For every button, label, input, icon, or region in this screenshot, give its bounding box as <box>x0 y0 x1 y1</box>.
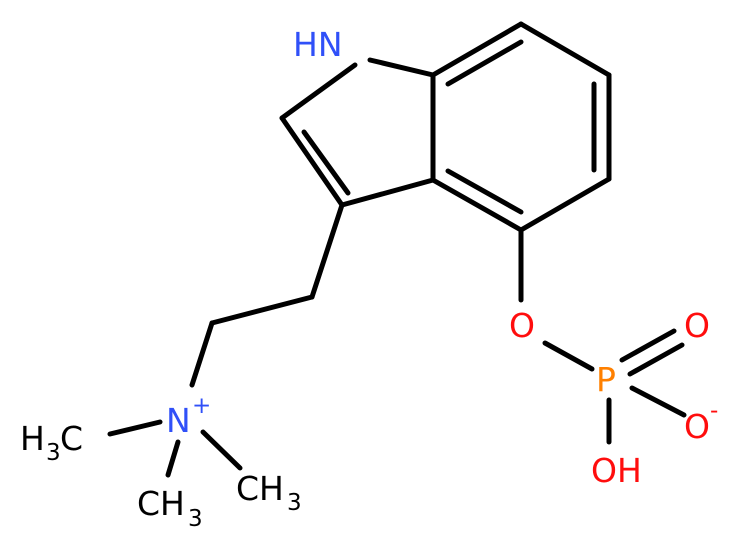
label-hydroxyl: OH <box>591 451 642 490</box>
bond-c7a-c7-inner <box>445 39 524 87</box>
label-indole-nh: HN <box>293 25 343 64</box>
bond-c4-c3a-inner <box>445 168 524 215</box>
bond-o-p <box>542 340 595 372</box>
bond-c3-ca <box>309 202 345 300</box>
bond-c2-c3-inner <box>301 129 351 196</box>
bond-c3-c3a <box>339 177 436 208</box>
label-methyl-left-c: C <box>60 419 83 458</box>
bond-c7a-n1 <box>367 57 436 78</box>
bond-c4-c3a <box>430 177 524 233</box>
label-methyl-left-h: H <box>20 419 45 458</box>
label-oxide-oxygen: O <box>684 407 710 446</box>
bond-n-me-right <box>200 429 243 471</box>
label-phosphorus: P <box>596 360 616 399</box>
label-oxo-oxygen: O <box>684 306 710 345</box>
bond-ca-cb <box>209 294 315 326</box>
label-methyl-right-c: CH <box>236 469 284 508</box>
label-oxide-charge: - <box>710 398 718 424</box>
bonds <box>107 21 687 478</box>
label-ammonium-n: N <box>166 401 191 440</box>
label-ammonium-charge: + <box>192 393 211 419</box>
label-methyl-bottom-sub: 3 <box>188 506 203 532</box>
bond-p-oxide <box>629 385 687 418</box>
bond-c7-c6 <box>518 21 612 78</box>
bond-cb-n <box>189 320 215 388</box>
bond-n1-c2 <box>279 62 358 121</box>
label-methyl-bottom-c: CH <box>137 484 185 523</box>
bond-n-me-left <box>107 419 163 437</box>
label-methyl-right-sub: 3 <box>287 490 302 516</box>
bond-n-me-bottom <box>165 439 181 478</box>
bond-p-oxo-a <box>619 328 677 363</box>
label-ether-oxygen: O <box>509 306 535 345</box>
label-methyl-left-sub: 3 <box>46 440 61 466</box>
bond-c5-c4 <box>518 176 612 233</box>
bond-c2-c3 <box>279 115 345 208</box>
atom-labels: HN O P O O - OH N + H 3 C CH 3 CH 3 <box>20 25 718 532</box>
bond-c7a-c7 <box>430 21 524 78</box>
bond-p-oxo-b <box>627 342 685 377</box>
